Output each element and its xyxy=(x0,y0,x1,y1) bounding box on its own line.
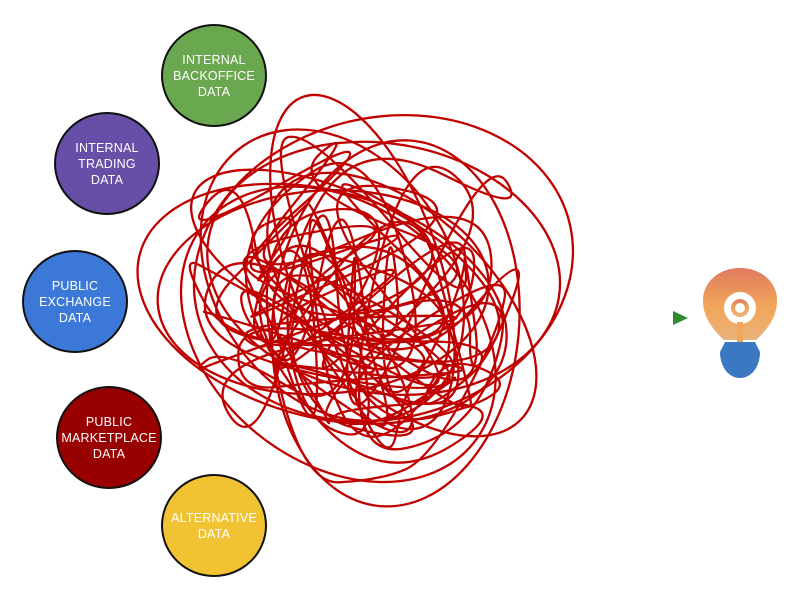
tangle-loop xyxy=(156,188,490,396)
lightbulb-icon xyxy=(703,268,777,378)
tangle-loop xyxy=(179,185,497,484)
tangle-stroke xyxy=(188,135,520,484)
tangle-loop xyxy=(270,139,521,508)
source-internal-trading-data: INTERNAL TRADING DATA xyxy=(54,112,160,215)
source-public-exchange-data: PUBLIC EXCHANGE DATA xyxy=(22,250,128,353)
tangled-data-scribble xyxy=(136,93,575,508)
tangle-loop xyxy=(136,182,508,425)
source-alternative-data: ALTERNATIVE DATA xyxy=(161,474,267,577)
source-label: PUBLIC MARKETPLACE DATA xyxy=(61,414,157,461)
tangle-loop xyxy=(266,171,538,438)
source-label: INTERNAL BACKOFFICE DATA xyxy=(173,52,255,99)
source-label: ALTERNATIVE DATA xyxy=(171,510,257,541)
source-public-marketplace-data: PUBLIC MARKETPLACE DATA xyxy=(56,386,162,489)
tangle-loop xyxy=(206,140,562,396)
source-label: INTERNAL TRADING DATA xyxy=(75,140,139,187)
tangle-loop xyxy=(192,114,575,423)
source-label: PUBLIC EXCHANGE DATA xyxy=(39,278,111,325)
source-internal-backoffice-data: INTERNAL BACKOFFICE DATA xyxy=(161,24,267,127)
tangle-loop xyxy=(199,128,466,422)
flow-arrow-icon xyxy=(562,311,688,325)
